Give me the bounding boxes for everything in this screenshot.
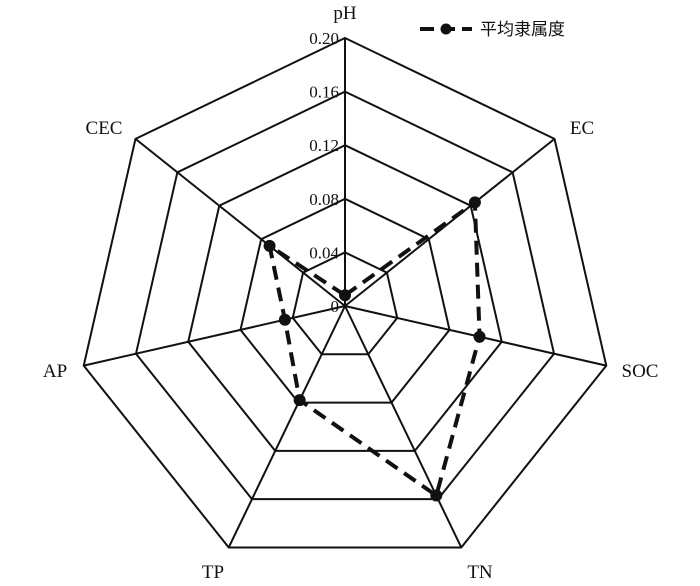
tick-label: 0.16 bbox=[309, 83, 339, 102]
data-point-ap bbox=[278, 313, 291, 326]
radar-spokes bbox=[83, 38, 607, 548]
axis-labels: pH EC SOC TN TP AP CEC bbox=[43, 3, 659, 583]
grid-ring-5 bbox=[82, 36, 608, 549]
series-line bbox=[267, 200, 482, 498]
data-point-tn bbox=[430, 489, 443, 502]
legend-marker bbox=[440, 23, 452, 35]
tick-label: 0.04 bbox=[309, 243, 339, 262]
radial-tick-labels: 0 0.04 0.08 0.12 0.16 0.20 bbox=[309, 29, 339, 316]
legend-label: 平均隶属度 bbox=[480, 20, 565, 40]
spoke-ec bbox=[344, 138, 556, 307]
legend: 平均隶属度 bbox=[420, 20, 565, 40]
grid-ring-4 bbox=[134, 90, 556, 501]
axis-label-tn: TN bbox=[467, 562, 493, 583]
axis-label-ph: pH bbox=[333, 3, 357, 24]
grid-ring-2 bbox=[239, 197, 451, 404]
axis-label-soc: SOC bbox=[622, 361, 659, 382]
axis-label-ap: AP bbox=[43, 361, 67, 382]
spoke-tp bbox=[227, 305, 346, 548]
data-point-tp bbox=[293, 394, 306, 407]
tick-label: 0.12 bbox=[309, 136, 339, 155]
data-point-soc bbox=[473, 330, 486, 343]
tick-label: 0 bbox=[331, 297, 340, 316]
spoke-tn bbox=[344, 305, 463, 548]
data-point-ec bbox=[468, 196, 481, 209]
tick-label: 0.20 bbox=[309, 29, 339, 48]
axis-label-ec: EC bbox=[570, 118, 594, 139]
series-layer bbox=[263, 196, 486, 502]
tick-label: 0.08 bbox=[309, 190, 339, 209]
axis-label-cec: CEC bbox=[86, 118, 123, 139]
axis-label-tp: TP bbox=[202, 562, 224, 583]
data-point-cec bbox=[263, 239, 276, 252]
spoke-ap bbox=[83, 305, 346, 367]
data-point-ph bbox=[339, 289, 351, 302]
grid-ring-1 bbox=[291, 251, 399, 356]
spoke-cec bbox=[134, 138, 346, 307]
